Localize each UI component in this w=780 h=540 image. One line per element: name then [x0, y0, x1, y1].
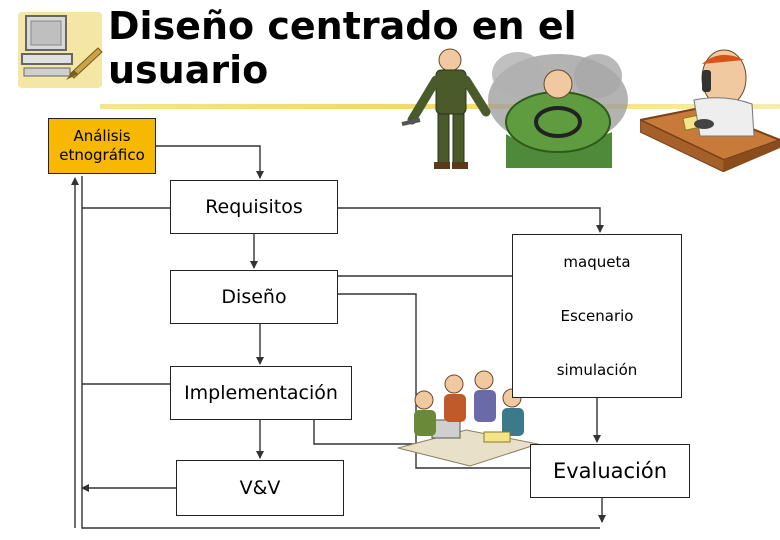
arrow-requisitos-maqueta	[338, 207, 604, 233]
title-line-2: usuario	[108, 48, 269, 92]
title-line-1: Diseño centrado en el	[108, 4, 577, 48]
arrow-analisis-requisitos	[155, 145, 264, 179]
slide-title: Diseño centrado en el usuario	[108, 4, 577, 92]
node-vv: V&V	[176, 460, 344, 516]
node-diseno: Diseño	[170, 270, 338, 324]
arrow-diseno-evaluacion	[338, 293, 530, 469]
node-simulacion-label: simulación	[556, 361, 638, 379]
phone-businessman-clipart	[640, 49, 780, 172]
computer-clipart	[18, 12, 103, 88]
node-analisis-line2: etnográfico	[59, 146, 145, 164]
node-requisitos: Requisitos	[170, 180, 338, 234]
mechanic-angry-driver-clipart	[401, 48, 628, 169]
node-escenario-label: Escenario	[560, 307, 634, 325]
node-evaluacion-label: Evaluación	[552, 459, 668, 483]
node-implementacion-label: Implementación	[184, 382, 338, 404]
node-evaluacion: Evaluación	[530, 444, 690, 498]
node-diseno-label: Diseño	[221, 286, 287, 308]
node-requisitos-label: Requisitos	[205, 196, 303, 218]
node-prototipo-group: maqueta Escenario simulación	[512, 234, 682, 398]
node-implementacion: Implementación	[170, 366, 352, 420]
node-vv-label: V&V	[239, 477, 281, 499]
node-analisis-etnografico: Análisis etnográfico	[48, 118, 156, 174]
node-maqueta-label: maqueta	[563, 253, 631, 271]
node-analisis-line1: Análisis	[73, 127, 131, 145]
return-line-bottom	[81, 176, 600, 529]
